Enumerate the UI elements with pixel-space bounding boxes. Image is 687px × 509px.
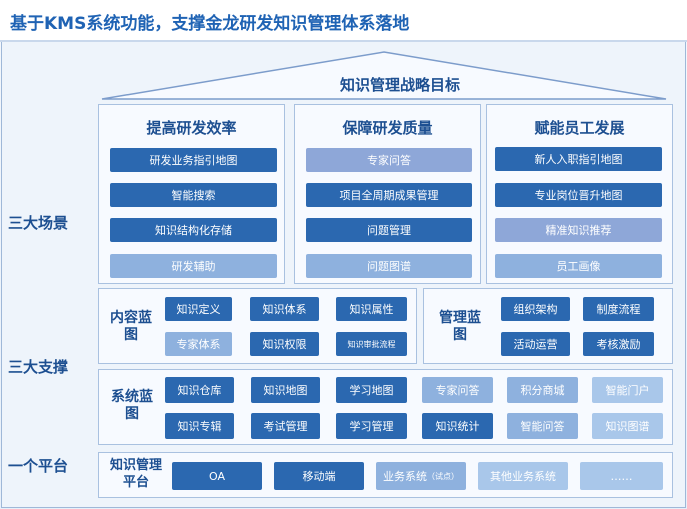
scene-item[interactable]: 专业岗位晋升地图 xyxy=(495,183,662,207)
content-item[interactable]: 知识体系 xyxy=(250,297,319,321)
management-item[interactable]: 组织架构 xyxy=(501,297,570,321)
scene-item[interactable]: 问题管理 xyxy=(306,218,472,242)
roof-shape xyxy=(101,51,667,100)
content-blueprint-label: 内容蓝图 xyxy=(110,310,152,343)
system-item[interactable]: 知识图谱 xyxy=(592,413,663,439)
system-item[interactable]: 知识统计 xyxy=(422,413,493,439)
system-item[interactable]: 学习管理 xyxy=(336,413,407,439)
content-item[interactable]: 专家体系 xyxy=(165,332,232,356)
scene-item[interactable]: 研发辅助 xyxy=(110,254,277,278)
scene-item[interactable]: 研发业务指引地图 xyxy=(110,148,277,172)
platform-item-more[interactable]: …… xyxy=(580,462,663,490)
system-blueprint-label: 系统蓝图 xyxy=(111,389,153,422)
system-item[interactable]: 知识专辑 xyxy=(165,413,234,439)
platform-label: 知识管理平台 xyxy=(109,458,162,490)
content-item[interactable]: 知识定义 xyxy=(165,297,232,321)
system-item[interactable]: 专家问答 xyxy=(422,377,493,403)
content-item[interactable]: 知识属性 xyxy=(336,297,407,321)
scene-item[interactable]: 员工画像 xyxy=(495,254,662,278)
scene-title-development: 赋能员工发展 xyxy=(534,119,625,137)
system-item[interactable]: 智能问答 xyxy=(507,413,578,439)
system-item[interactable]: 积分商城 xyxy=(507,377,578,403)
platform-item-mobile[interactable]: 移动端 xyxy=(274,462,364,490)
side-label-platform: 一个平台 xyxy=(8,457,69,475)
management-item[interactable]: 考核激励 xyxy=(583,332,654,356)
scene-item[interactable]: 精准知识推荐 xyxy=(495,218,662,242)
scene-title-efficiency: 提高研发效率 xyxy=(146,119,237,137)
side-label-scenes: 三大场景 xyxy=(8,214,69,232)
system-item[interactable]: 知识仓库 xyxy=(165,377,234,403)
side-label-supports: 三大支撑 xyxy=(8,358,69,376)
scene-item[interactable]: 智能搜索 xyxy=(110,183,277,207)
platform-item-other[interactable]: 其他业务系统 xyxy=(478,462,568,490)
scene-item[interactable]: 问题图谱 xyxy=(306,254,472,278)
strategy-goal-title: 知识管理战略目标 xyxy=(339,76,460,94)
platform-item-business-label: 业务系统 xyxy=(383,470,427,483)
scene-item[interactable]: 专家问答 xyxy=(306,148,472,172)
scene-title-quality: 保障研发质量 xyxy=(342,119,433,137)
management-blueprint-label: 管理蓝图 xyxy=(439,310,481,343)
scene-item[interactable]: 项目全周期成果管理 xyxy=(306,183,472,207)
page-title: 基于KMS系统功能，支撑金龙研发知识管理体系落地 xyxy=(0,0,687,42)
system-item[interactable]: 智能门户 xyxy=(592,377,663,403)
content-item[interactable]: 知识权限 xyxy=(250,332,319,356)
scene-item[interactable]: 新人入职指引地图 xyxy=(495,147,662,171)
platform-item-oa[interactable]: OA xyxy=(172,462,262,490)
management-item[interactable]: 活动运营 xyxy=(501,332,570,356)
system-item[interactable]: 考试管理 xyxy=(251,413,320,439)
scene-item[interactable]: 知识结构化存储 xyxy=(110,218,277,242)
system-item[interactable]: 学习地图 xyxy=(336,377,407,403)
content-item[interactable]: 知识审批流程 xyxy=(336,332,407,356)
platform-item-business-note: （试点） xyxy=(427,471,459,481)
platform-item-business[interactable]: 业务系统（试点） xyxy=(376,462,466,490)
system-item[interactable]: 知识地图 xyxy=(251,377,320,403)
management-item[interactable]: 制度流程 xyxy=(583,297,654,321)
